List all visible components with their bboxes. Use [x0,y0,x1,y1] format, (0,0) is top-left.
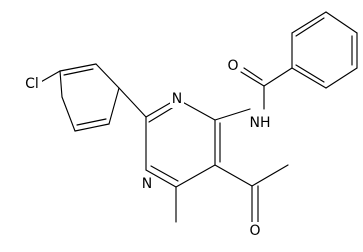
acetyl-oxygen-label: O [249,223,260,239]
ring-nitrogen-bottom-label: N [142,176,152,192]
acetyl-group [214,164,289,223]
amide-nh-label: NH [250,115,271,131]
chlorine-label: Cl [25,76,39,92]
pyrimidine-ring [145,98,221,188]
aryl-pyrimidine-bond [118,87,147,118]
chlorophenyl-ring [38,63,120,132]
amide-linkage [214,67,293,121]
amide-oxygen-label: O [227,58,238,74]
ring-nitrogen-top-label: N [172,91,182,107]
benzoyl-phenyl-ring [291,11,358,89]
